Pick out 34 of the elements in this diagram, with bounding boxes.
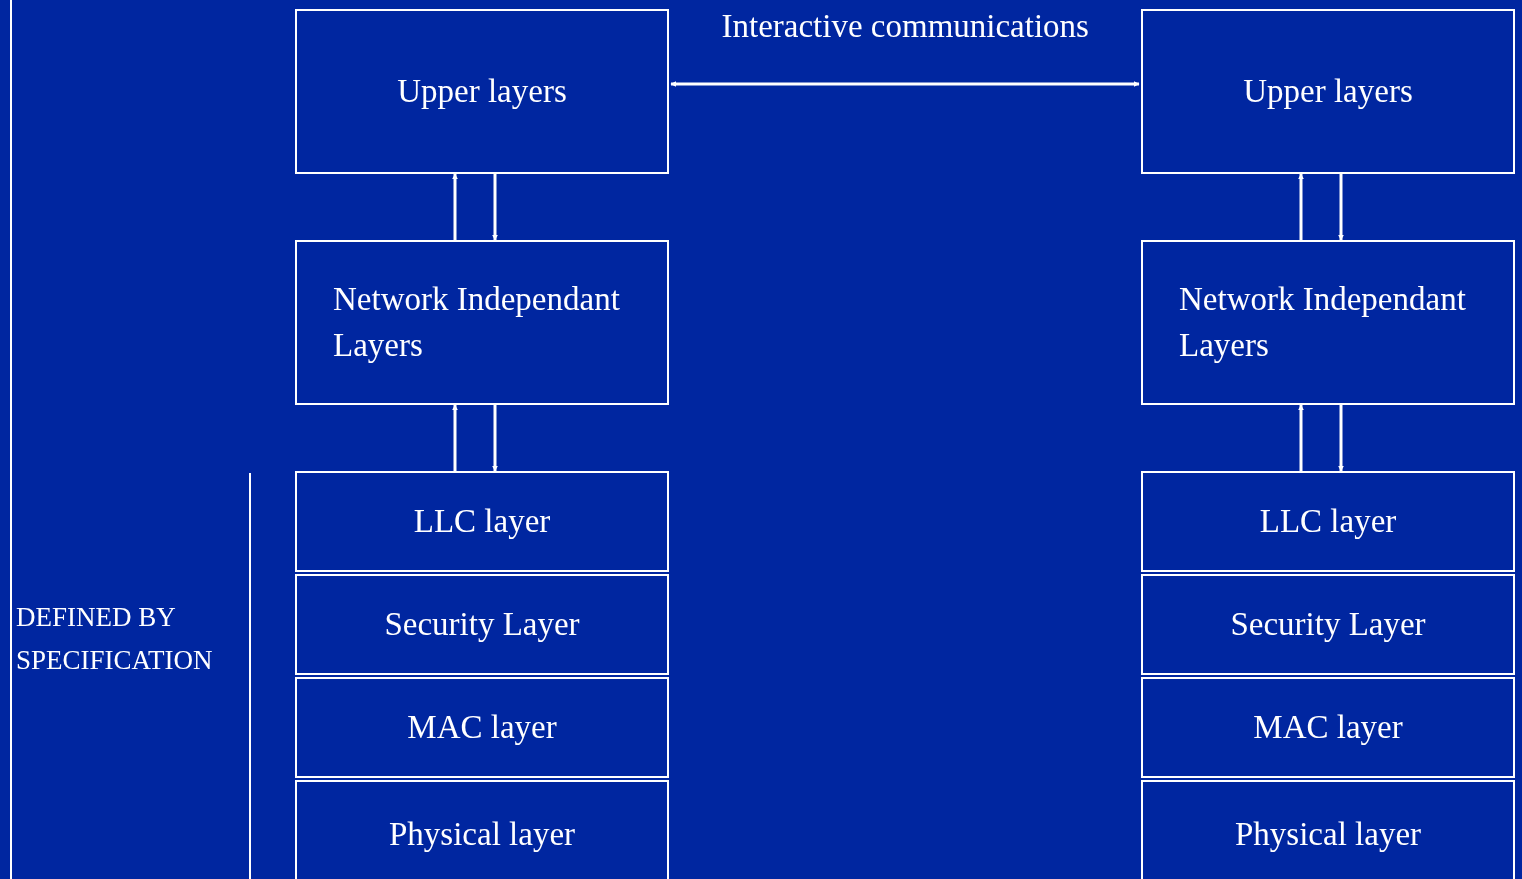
layer-box bbox=[295, 471, 669, 572]
arrow bbox=[1298, 173, 1304, 240]
layer-box bbox=[1141, 9, 1515, 174]
layer-name: Physical layer bbox=[389, 815, 575, 855]
layer-box bbox=[1141, 574, 1515, 675]
layer-name: Physical layer bbox=[1235, 815, 1421, 855]
layer-name: Network Independant Layers bbox=[333, 279, 621, 365]
layer-box bbox=[295, 240, 669, 405]
layer-name: MAC layer bbox=[1253, 707, 1403, 747]
layer-box bbox=[1141, 240, 1515, 405]
layer-box bbox=[295, 677, 669, 778]
layer-name: LLC layer bbox=[413, 501, 551, 541]
arrow bbox=[452, 173, 458, 240]
arrow bbox=[452, 404, 458, 471]
arrow bbox=[492, 174, 498, 241]
layer-box bbox=[295, 9, 669, 174]
arrow bbox=[1338, 405, 1344, 472]
layer-box bbox=[295, 780, 669, 879]
layer-box bbox=[1141, 471, 1515, 572]
layer-box bbox=[295, 574, 669, 675]
layer-name: Security Layer bbox=[1230, 604, 1426, 644]
layer-name: Network Independant Layers bbox=[1179, 279, 1467, 365]
arrow bbox=[670, 81, 1140, 87]
layer-name: Security Layer bbox=[384, 604, 580, 644]
layer-name: LLC layer bbox=[1259, 501, 1397, 541]
layer-name: Upper layers bbox=[397, 71, 567, 111]
layer-box bbox=[1141, 780, 1515, 879]
arrow bbox=[1298, 404, 1304, 471]
arrow bbox=[492, 405, 498, 472]
layer-name: MAC layer bbox=[407, 707, 557, 747]
side-note: DEFINED BY SPECIFICATION bbox=[16, 601, 213, 678]
layer-box bbox=[1141, 677, 1515, 778]
arrow bbox=[1338, 174, 1344, 241]
layer-name: Upper layers bbox=[1243, 71, 1413, 111]
